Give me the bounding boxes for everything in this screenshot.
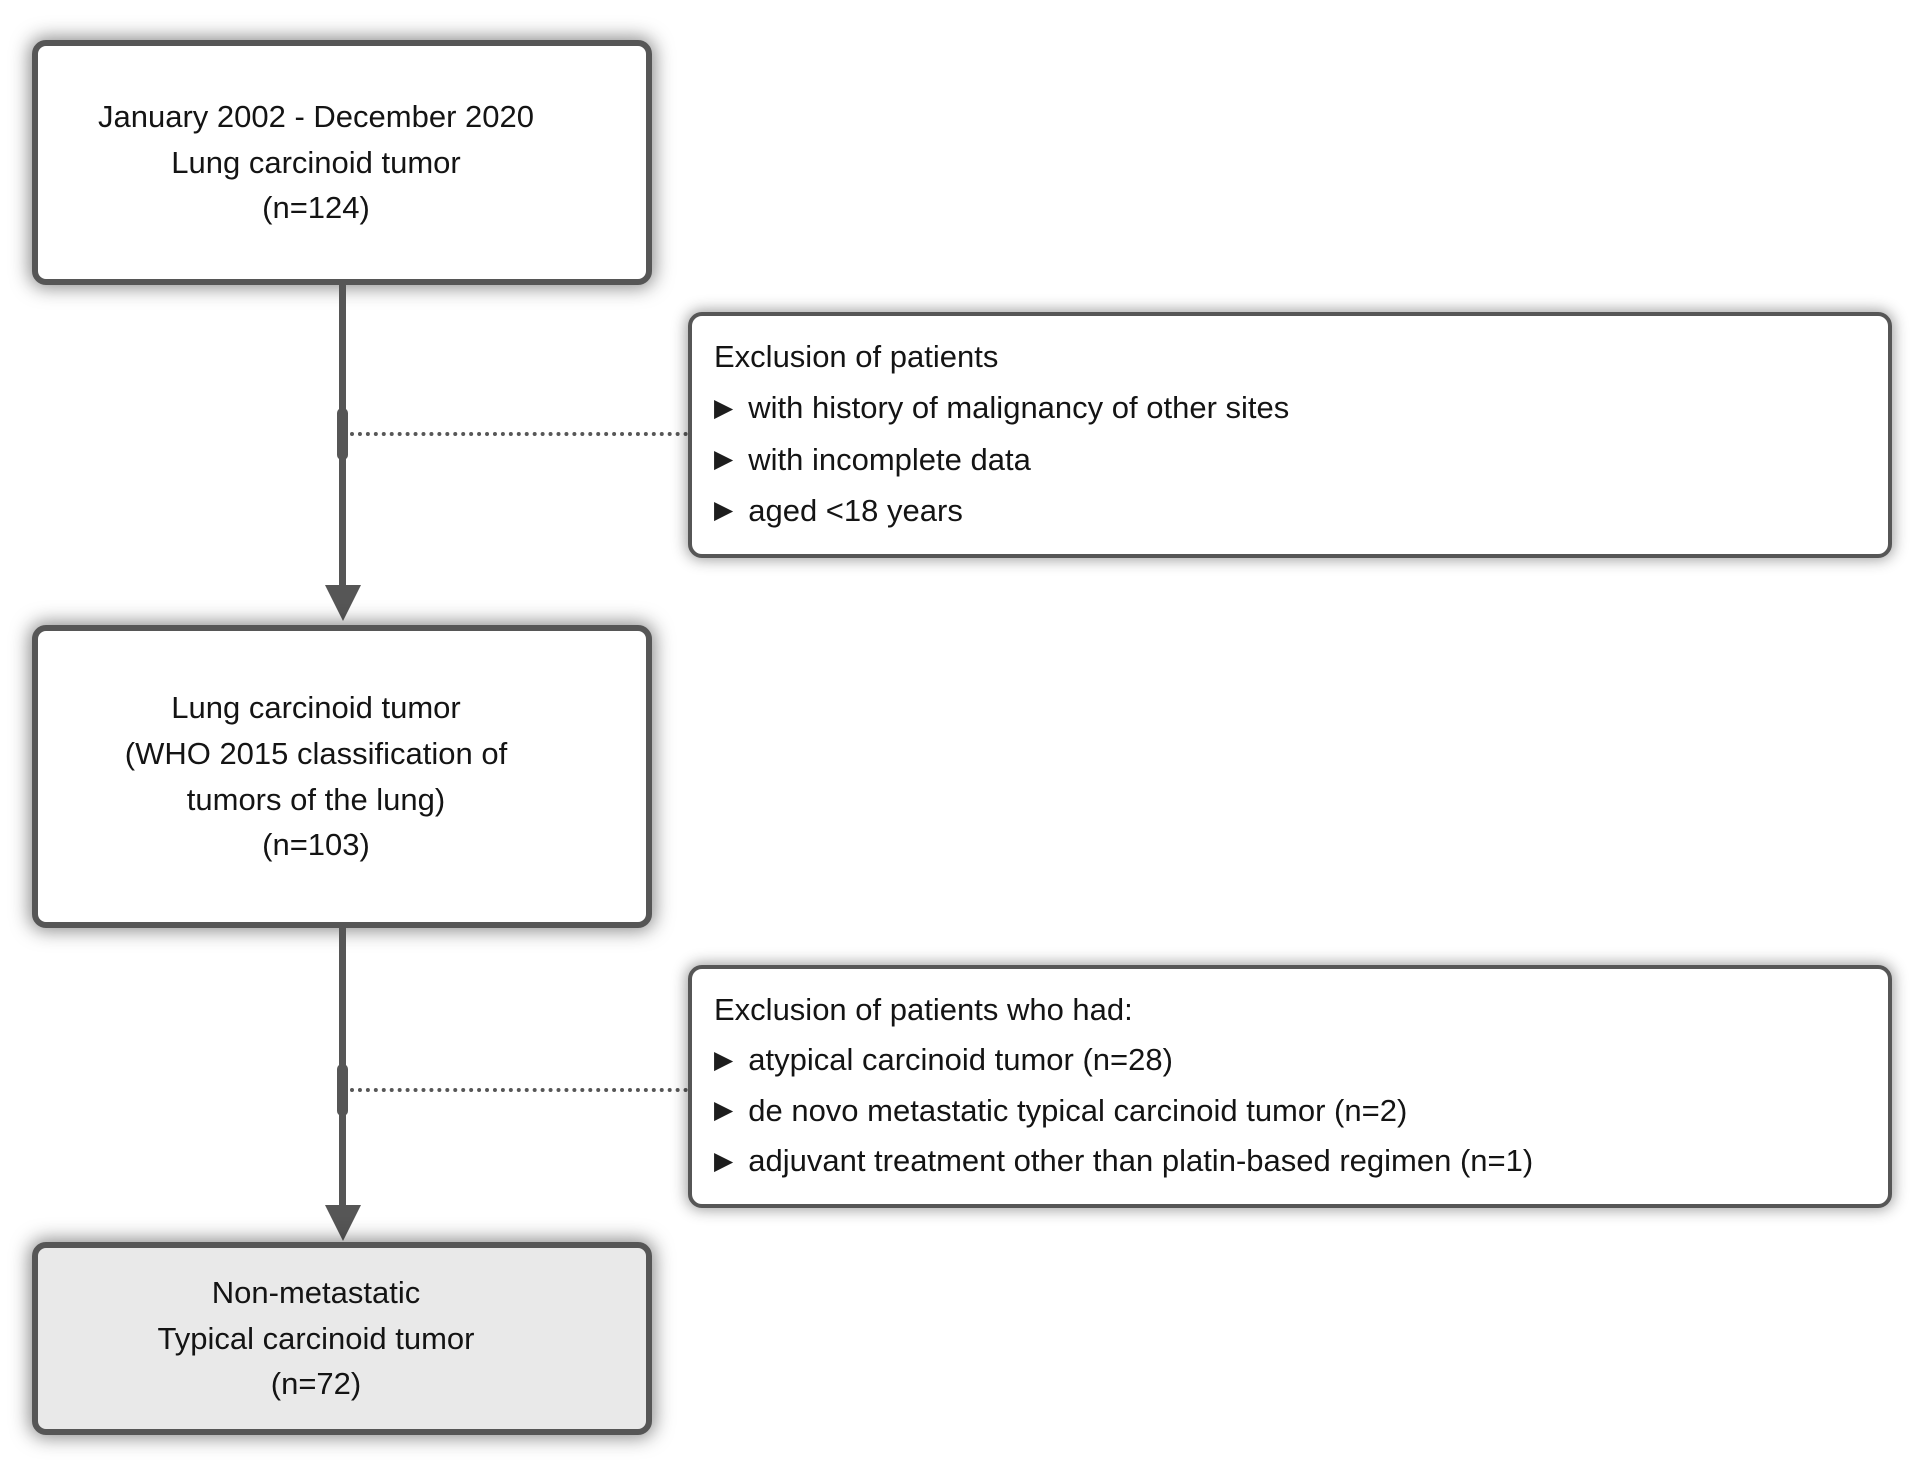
flow-box-who-classification-cohort: Lung carcinoid tumor (WHO 2015 classific… (32, 625, 652, 928)
flow-box-initial-cohort: January 2002 - December 2020 Lung carcin… (32, 40, 652, 285)
exclusion-item-text: with incomplete data (748, 441, 1031, 477)
exclusion-box-2: Exclusion of patients who had: ▶ atypica… (688, 965, 1892, 1208)
exclusion-item: ▶ with history of malignancy of other si… (714, 390, 1862, 426)
exclusion-item-text: atypical carcinoid tumor (n=28) (748, 1042, 1173, 1078)
exclusion-item: ▶ adjuvant treatment other than platin-b… (714, 1143, 1862, 1179)
arrow-down-icon (325, 1205, 361, 1241)
flow-box-final-cohort: Non-metastatic Typical carcinoid tumor (… (32, 1242, 652, 1435)
exclusion-header: Exclusion of patients who had: (714, 992, 1862, 1028)
flow-box-line: January 2002 - December 2020 (98, 99, 534, 135)
flow-box-line: Lung carcinoid tumor (171, 144, 461, 180)
exclusion-header-text: Exclusion of patients who had: (714, 991, 1133, 1027)
flow-box-line: (n=124) (262, 190, 370, 226)
junction-stub-1 (337, 408, 348, 460)
bullet-triangle-icon: ▶ (714, 445, 734, 474)
bullet-triangle-icon: ▶ (714, 496, 734, 525)
flow-box-line: Non-metastatic (211, 1275, 421, 1311)
bullet-triangle-icon: ▶ (714, 1045, 734, 1074)
exclusion-box-1: Exclusion of patients ▶ with history of … (688, 312, 1892, 558)
flow-box-line: (n=103) (262, 827, 370, 863)
exclusion-item: ▶ with incomplete data (714, 442, 1862, 478)
exclusion-item-text: with history of malignancy of other site… (748, 390, 1290, 426)
junction-stub-2 (337, 1064, 348, 1116)
exclusion-item-text: adjuvant treatment other than platin-bas… (748, 1143, 1534, 1179)
bullet-triangle-icon: ▶ (714, 393, 734, 422)
exclusion-item-text: de novo metastatic typical carcinoid tum… (748, 1092, 1408, 1128)
exclusion-item: ▶ aged <18 years (714, 493, 1862, 529)
bullet-triangle-icon: ▶ (714, 1096, 734, 1125)
exclusion-header-text: Exclusion of patients (714, 339, 999, 375)
exclusion-item: ▶ de novo metastatic typical carcinoid t… (714, 1093, 1862, 1129)
arrow-down-icon (325, 585, 361, 621)
exclusion-header: Exclusion of patients (714, 339, 1862, 375)
flow-box-line: (WHO 2015 classification of (124, 735, 508, 771)
flow-box-line: Typical carcinoid tumor (157, 1320, 475, 1356)
dotted-connector-1 (350, 432, 688, 436)
exclusion-item-text: aged <18 years (748, 492, 963, 528)
dotted-connector-2 (350, 1088, 688, 1092)
exclusion-item: ▶ atypical carcinoid tumor (n=28) (714, 1042, 1862, 1078)
flow-box-line: tumors of the lung) (186, 781, 446, 817)
flow-box-line: Lung carcinoid tumor (171, 690, 461, 726)
bullet-triangle-icon: ▶ (714, 1146, 734, 1175)
flow-box-line: (n=72) (270, 1366, 362, 1402)
